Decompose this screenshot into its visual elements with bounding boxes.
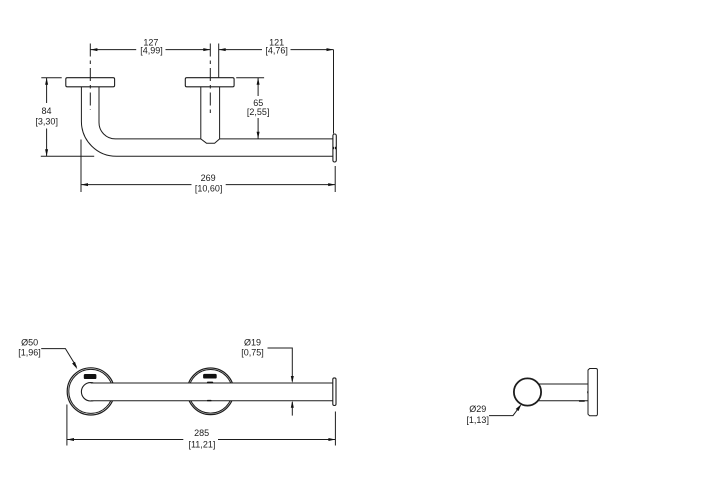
- svg-text:[11,21]: [11,21]: [188, 439, 215, 449]
- svg-text:269: 269: [201, 173, 216, 183]
- svg-text:84: 84: [41, 106, 51, 116]
- svg-text:[1,13]: [1,13]: [466, 415, 489, 425]
- svg-text:[10,60]: [10,60]: [195, 183, 223, 193]
- svg-text:Ø50: Ø50: [21, 337, 38, 347]
- svg-text:Ø19: Ø19: [244, 337, 261, 347]
- svg-text:[3,30]: [3,30]: [35, 117, 58, 127]
- svg-text:Ø29: Ø29: [469, 404, 486, 414]
- svg-text:[4,76]: [4,76]: [265, 46, 288, 56]
- svg-text:285: 285: [194, 428, 209, 438]
- svg-text:[4,99]: [4,99]: [140, 46, 163, 56]
- svg-text:[2,55]: [2,55]: [247, 107, 270, 117]
- svg-text:[1,96]: [1,96]: [18, 348, 41, 358]
- svg-text:65: 65: [253, 98, 263, 108]
- svg-text:[0,75]: [0,75]: [241, 347, 264, 357]
- svg-text:127: 127: [143, 38, 158, 48]
- svg-text:121: 121: [269, 38, 284, 48]
